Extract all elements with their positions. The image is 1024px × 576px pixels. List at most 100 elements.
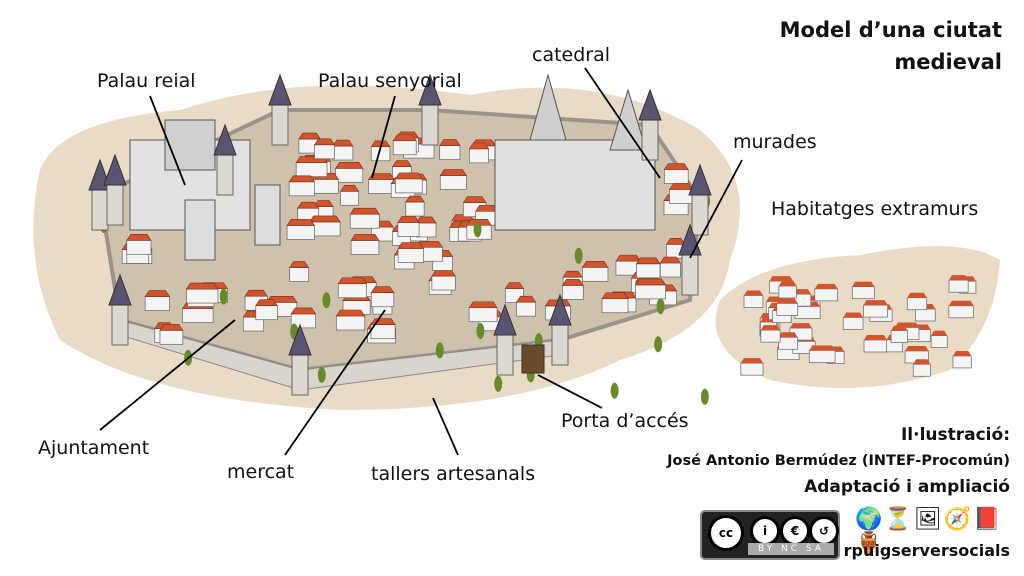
city-gate (521, 344, 545, 374)
house-roof (635, 257, 661, 265)
house (288, 181, 315, 197)
wall-tower (496, 334, 514, 376)
house (159, 329, 184, 345)
house-roof (462, 196, 487, 204)
license-terms: BY NC SA (748, 543, 834, 555)
extramurs-house (740, 362, 764, 376)
house-roof (394, 172, 423, 180)
label-porta-acces: Porta d’accés (561, 410, 689, 432)
extramurs-roof (852, 281, 875, 287)
cc-license-badge[interactable]: cc i € ↺ BY NC SA (700, 510, 840, 560)
house (516, 301, 537, 317)
tower-roof (548, 293, 572, 326)
house-roof (515, 295, 537, 303)
house (370, 292, 395, 308)
house-roof (289, 261, 310, 268)
tower-roof (493, 303, 517, 336)
extramurs-roof (789, 323, 812, 329)
extramurs-house (814, 288, 839, 302)
house-roof (185, 282, 219, 290)
extramurs-roof (793, 289, 811, 295)
house-roof (350, 234, 380, 241)
label-murades: murades (733, 131, 817, 153)
wall-tower (106, 184, 124, 226)
extramurs-roof (769, 276, 793, 282)
by-icon: i (750, 516, 780, 546)
house-roof (244, 289, 268, 297)
house-roof (126, 234, 152, 241)
house (349, 213, 380, 229)
tower-roof (638, 88, 662, 121)
house (439, 175, 467, 190)
house-roof (397, 216, 420, 223)
house (337, 283, 367, 299)
house (562, 285, 584, 300)
house-roof (634, 278, 667, 286)
wall-tower (291, 354, 309, 396)
house-roof (335, 161, 364, 169)
extramurs-house (808, 350, 836, 363)
wall-tower (111, 304, 129, 346)
extramurs-house (760, 329, 781, 343)
wall-tower (421, 104, 439, 146)
extramurs-house (851, 286, 875, 300)
house-roof (297, 201, 320, 209)
house (370, 324, 396, 340)
extramurs-house (914, 308, 936, 322)
credit-illustrator: José Antonio Bermúdez (INTEF-Procomún) (667, 453, 1010, 469)
house (663, 169, 689, 184)
book-icon: 📕 (973, 507, 1003, 532)
house-roof (370, 140, 391, 148)
extramurs-roof (760, 325, 781, 331)
house-roof (659, 256, 681, 264)
house-roof (367, 173, 395, 180)
house (186, 288, 219, 304)
house-roof (298, 132, 322, 140)
cc-icon: cc (708, 515, 744, 551)
house-roof (468, 301, 498, 309)
extramurs-roof (778, 332, 798, 338)
house-roof (581, 260, 609, 268)
house (582, 266, 609, 282)
house (144, 296, 170, 311)
house-roof (601, 292, 629, 300)
house-roof (665, 238, 686, 245)
tower-roof (103, 153, 127, 186)
tree (574, 247, 583, 264)
house-roof (313, 200, 334, 207)
extramurs-house (912, 363, 931, 377)
extramurs-house (890, 330, 908, 343)
house-roof (663, 163, 689, 170)
label-palau-reial: Palau reial (97, 70, 196, 92)
house (126, 239, 152, 255)
extramurs-roof (778, 280, 797, 286)
wall-tower (91, 189, 109, 231)
extramurs-house (743, 295, 764, 308)
globe-icon: 🌍 (855, 507, 885, 532)
extramurs-house (776, 303, 799, 316)
house (332, 145, 354, 161)
wall-tower (216, 154, 234, 196)
house (335, 167, 364, 183)
title-line-1: Model d’una ciutat (779, 18, 1002, 42)
extramurs-roof (843, 312, 864, 318)
house (636, 263, 661, 279)
label-palau-senyorial: Palau senyorial (318, 70, 462, 92)
house-roof (615, 254, 642, 262)
house (314, 144, 335, 160)
extramurs-roof (913, 359, 931, 365)
house-roof (392, 134, 417, 142)
extramurs-roof (740, 358, 764, 364)
wall-tower (271, 104, 289, 146)
title-line-2: medieval (894, 50, 1002, 74)
tree (219, 288, 228, 305)
house (468, 307, 498, 323)
house-roof (340, 184, 360, 192)
house (439, 145, 461, 160)
house-roof (562, 270, 583, 278)
extramurs-roof (863, 300, 888, 306)
tree (322, 292, 331, 309)
house (340, 190, 359, 206)
tree (700, 388, 709, 405)
wall-tower (681, 254, 699, 296)
